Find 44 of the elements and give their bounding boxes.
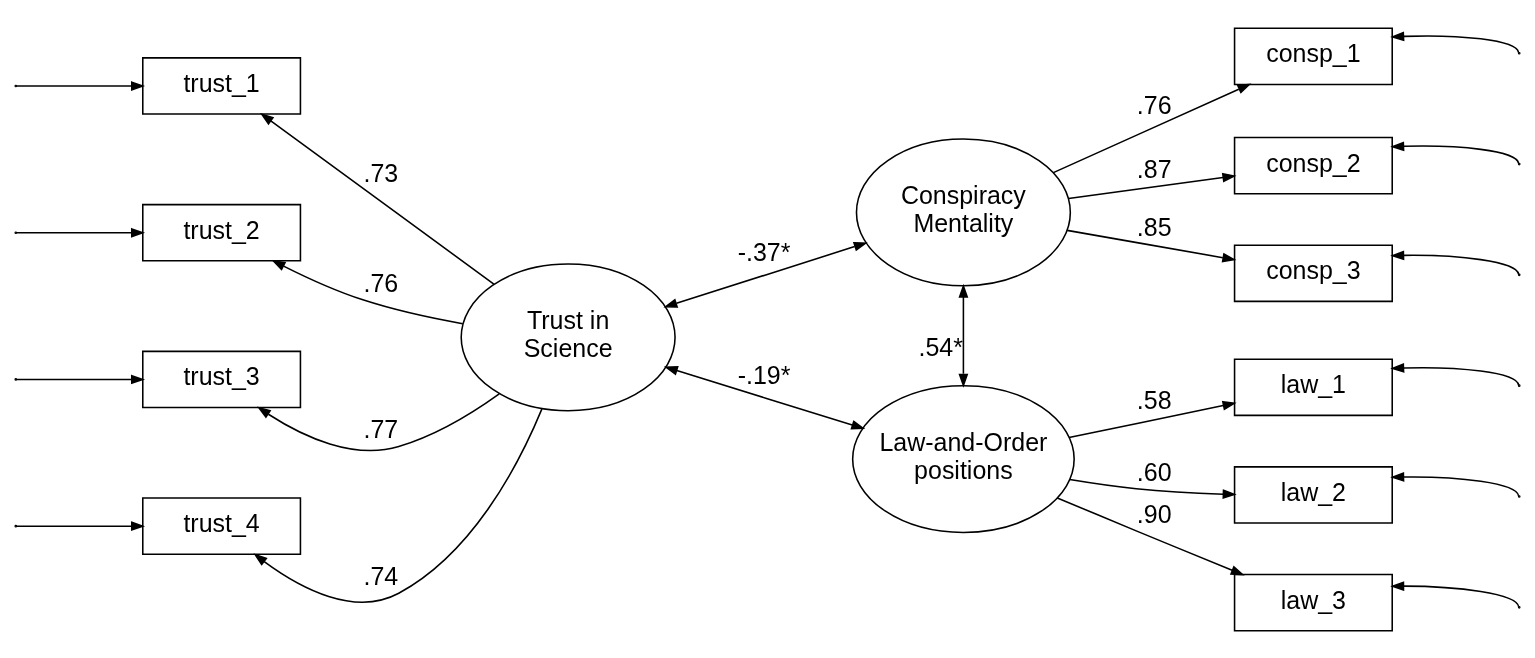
edge-label: .77 — [363, 414, 399, 443]
arrow — [1390, 580, 1520, 607]
arrow — [1390, 249, 1520, 275]
arrow — [663, 241, 868, 308]
node-box: law_1 — [1233, 357, 1393, 416]
arrow — [663, 365, 866, 430]
arrow — [253, 407, 543, 603]
arrow — [1068, 400, 1237, 438]
arrow — [1390, 362, 1520, 386]
arrow — [271, 259, 464, 324]
node-box: consp_3 — [1233, 243, 1393, 302]
edge-label: .87 — [1136, 154, 1172, 183]
edge-label: .58 — [1136, 385, 1172, 414]
node-box: trust_2 — [142, 203, 302, 262]
node-box: law_2 — [1233, 465, 1393, 524]
edge-label: .74 — [363, 561, 399, 590]
arrow — [1066, 229, 1237, 262]
arrow — [15, 374, 146, 384]
arrow — [1390, 471, 1520, 497]
arrow — [260, 112, 495, 285]
node-box: trust_3 — [142, 350, 302, 408]
edge-label: .60 — [1136, 457, 1172, 486]
node-box: consp_2 — [1233, 136, 1393, 194]
edge-label: .76 — [363, 268, 399, 297]
edge-label: -.37* — [737, 237, 791, 266]
node-box: trust_1 — [142, 56, 302, 115]
arrow — [1052, 83, 1252, 173]
edge-label: .85 — [1136, 212, 1172, 241]
edge-label: -.19* — [737, 360, 791, 389]
edge-label: .76 — [1136, 90, 1172, 119]
node-ellipse: Trust in Science — [460, 262, 676, 411]
node-box: consp_1 — [1233, 26, 1393, 85]
arrow — [1068, 478, 1237, 499]
edge-label: .54* — [918, 332, 963, 361]
arrow — [256, 392, 501, 451]
arrow — [1067, 172, 1237, 199]
arrow — [1390, 140, 1520, 164]
arrow — [1056, 496, 1245, 575]
edge-label: .90 — [1136, 499, 1172, 528]
node-ellipse: Conspiracy Mentality — [855, 137, 1072, 287]
arrow — [958, 283, 969, 388]
node-box: law_3 — [1233, 573, 1393, 632]
edge-label: .73 — [363, 158, 399, 187]
node-box: trust_4 — [142, 496, 302, 555]
